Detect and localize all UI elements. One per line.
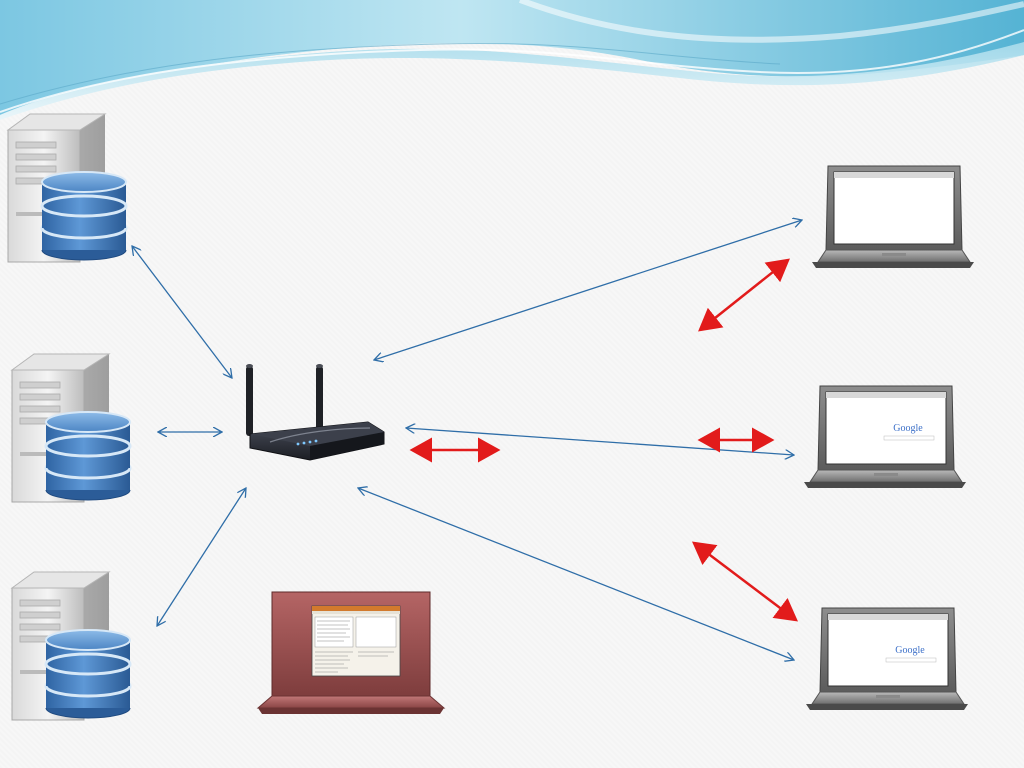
search-engine-logo: Google bbox=[895, 645, 925, 656]
header-wave-banner bbox=[0, 0, 1024, 120]
link-router-laptop1 bbox=[374, 220, 802, 360]
link-router-laptop3 bbox=[358, 488, 794, 660]
laptop-icon: Google bbox=[805, 607, 969, 711]
traffic-arrows bbox=[409, 258, 798, 622]
server-database-icon bbox=[6, 112, 128, 264]
traffic-arrow-laptop1 bbox=[698, 258, 790, 332]
router-icon bbox=[246, 364, 385, 461]
link-server3-router bbox=[157, 488, 246, 626]
server-database-icon bbox=[10, 352, 132, 504]
link-server1-router bbox=[132, 246, 232, 378]
laptop-icon bbox=[811, 165, 975, 269]
laptop-icon: Google bbox=[803, 385, 967, 489]
traffic-arrow-laptop3 bbox=[692, 541, 798, 622]
search-engine-logo: Google bbox=[893, 423, 923, 434]
server-database-icon bbox=[10, 570, 132, 722]
attacker-laptop-icon bbox=[256, 591, 446, 714]
